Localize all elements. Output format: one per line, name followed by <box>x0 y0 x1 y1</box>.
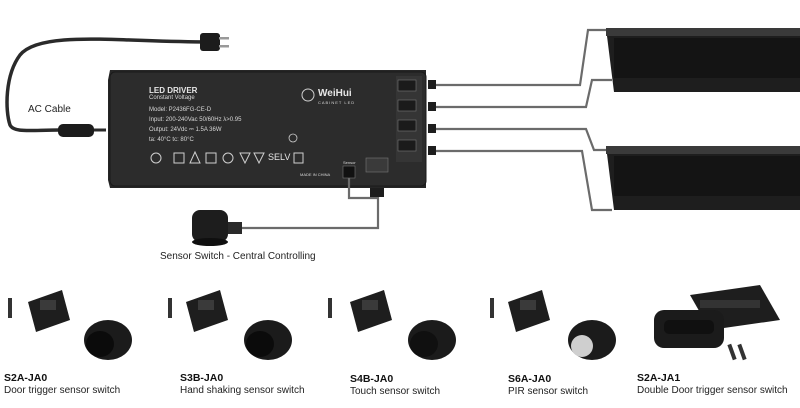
sensor-switch-icon <box>192 210 242 246</box>
sensor-switch-label: Sensor Switch - Central Controlling <box>160 251 316 262</box>
product-code-4: S6A-JA0 <box>508 373 552 385</box>
wiring-diagram <box>5 28 800 246</box>
driver-selv: SELV <box>268 152 291 162</box>
driver-sensor-port-label: Sensor <box>343 160 356 165</box>
product-name-1: Door trigger sensor switch <box>4 385 121 396</box>
driver-temps: ta: 40°C tc: 80°C <box>149 137 194 143</box>
double-door-switch-icon <box>654 285 780 361</box>
driver-subtitle: Constant Voltage <box>149 95 195 101</box>
product-code-5: S2A-JA1 <box>637 372 681 384</box>
hand-shaking-switch-icon <box>168 290 292 360</box>
product-code-1: S2A-JA0 <box>4 372 48 384</box>
pir-switch-icon <box>490 290 616 360</box>
product-name-5: Double Door trigger sensor switch <box>637 385 788 396</box>
door-trigger-switch-icon <box>8 290 132 360</box>
led-bar-bottom <box>606 146 800 210</box>
product-name-4: PIR sensor switch <box>508 386 589 397</box>
driver-title: LED DRIVER <box>149 86 198 95</box>
driver-output: Output: 24Vdc ⎓ 1.5A 36W <box>149 127 222 133</box>
ac-cable-label: AC Cable <box>28 104 71 115</box>
driver-model: Model: P2436FG-CE-D <box>149 107 212 113</box>
product-name-2: Hand shaking sensor switch <box>180 385 305 396</box>
ac-plug-icon <box>5 33 229 137</box>
product-code-2: S3B-JA0 <box>180 372 224 384</box>
output-cables <box>428 28 612 212</box>
product-code-3: S4B-JA0 <box>350 373 394 385</box>
driver-input: Input: 200-240Vac 50/60Hz λ>0.95 <box>149 117 242 123</box>
driver-brand-sub: CABINET LED <box>318 100 356 105</box>
led-driver-box <box>108 70 427 188</box>
led-bar-top <box>606 28 800 92</box>
driver-brand: WeiHui <box>318 88 352 99</box>
touch-switch-icon <box>328 290 456 360</box>
product-name-3: Touch sensor switch <box>350 386 441 397</box>
product-images <box>8 285 780 361</box>
driver-made-in: MADE IN CHINA <box>300 172 331 177</box>
